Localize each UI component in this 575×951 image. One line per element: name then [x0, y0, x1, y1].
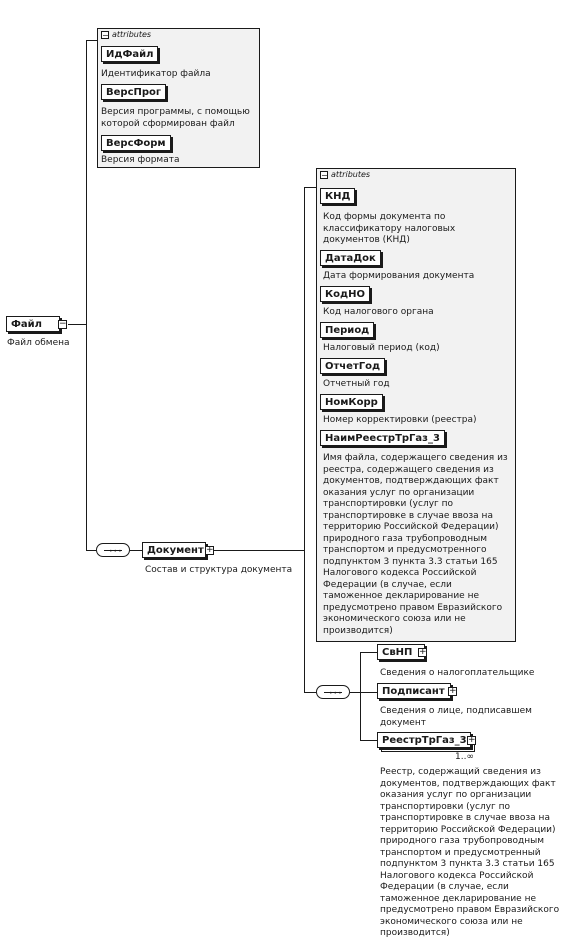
attr-versform-desc: Версия формата: [101, 155, 180, 165]
connector: [360, 740, 377, 741]
attr-nomkorr-desc: Номер корректировки (реестра): [323, 415, 477, 425]
attr-datadok-desc: Дата формирования документа: [323, 271, 475, 281]
connector: [214, 550, 304, 551]
connector: [360, 652, 361, 740]
connector: [304, 692, 316, 693]
connector: [86, 40, 87, 550]
element-document-desc: Состав и структура документа: [145, 565, 293, 575]
attributes-header[interactable]: − attributes: [320, 170, 370, 179]
connector: [360, 692, 377, 693]
attr-datadok[interactable]: ДатаДок: [320, 250, 381, 266]
expand-icon[interactable]: +: [467, 735, 476, 745]
collapse-icon[interactable]: −: [320, 170, 328, 180]
file-attributes-panel: − attributes ИдФайл Идентификатор файла …: [97, 28, 260, 168]
root-element-file[interactable]: Файл: [6, 316, 60, 332]
connector: [130, 550, 142, 551]
cardinality-label: 1..∞: [455, 752, 474, 762]
element-podpisant-desc: Сведения о лице, подписавшем документ: [380, 706, 532, 728]
collapse-icon[interactable]: −: [101, 30, 109, 40]
attr-versprog-desc: Версия программы, с помощью которой сфор…: [101, 107, 250, 129]
attr-kodno[interactable]: КодНО: [320, 286, 370, 302]
attr-otchetgod-desc: Отчетный год: [323, 379, 390, 389]
attributes-label: attributes: [331, 170, 371, 179]
connector: [86, 40, 97, 41]
attr-kodno-desc: Код налогового органа: [323, 307, 434, 317]
attributes-header[interactable]: − attributes: [101, 30, 151, 39]
element-document[interactable]: Документ: [142, 542, 206, 558]
attr-nomkorr[interactable]: НомКорр: [320, 394, 383, 410]
attr-versprog[interactable]: ВерсПрог: [101, 84, 167, 100]
attr-idfile-desc: Идентификатор файла: [101, 69, 211, 79]
attr-period[interactable]: Период: [320, 322, 375, 338]
attr-naimreestrtrgaz3-desc: Имя файла, содержащего сведения из реест…: [323, 453, 508, 636]
element-reestrtrgaz3[interactable]: РеестрТрГаз_3: [377, 732, 471, 748]
collapse-icon[interactable]: −: [58, 319, 67, 329]
connector: [304, 187, 305, 692]
element-podpisant[interactable]: Подписант: [377, 683, 451, 699]
attr-knd[interactable]: КНД: [320, 188, 356, 204]
sequence-icon[interactable]: •••: [96, 543, 130, 557]
connector: [304, 187, 316, 188]
attributes-label: attributes: [112, 30, 152, 39]
connector: [350, 692, 360, 693]
attr-period-desc: Налоговый период (код): [323, 343, 440, 353]
root-element-desc: Файл обмена: [7, 338, 70, 348]
attr-naimreestrtrgaz3[interactable]: НаимРеестрТрГаз_3: [320, 430, 445, 446]
element-reestrtrgaz3-desc: Реестр, содержащий сведения из документо…: [380, 767, 568, 940]
sequence-icon[interactable]: •••: [316, 685, 350, 699]
connector: [360, 652, 377, 653]
attr-knd-desc: Код формы документа по классификатору на…: [323, 212, 456, 245]
expand-icon[interactable]: +: [205, 545, 214, 555]
attr-versform[interactable]: ВерсФорм: [101, 135, 171, 151]
attr-idfile[interactable]: ИдФайл: [101, 46, 159, 62]
document-attributes-panel: − attributes КНД Код формы документа по …: [316, 168, 516, 642]
connector: [68, 324, 86, 325]
expand-icon[interactable]: +: [448, 686, 457, 696]
attr-otchetgod[interactable]: ОтчетГод: [320, 358, 386, 374]
connector: [86, 550, 96, 551]
expand-icon[interactable]: +: [418, 647, 427, 657]
element-svnp-desc: Сведения о налогоплательщике: [380, 668, 535, 678]
